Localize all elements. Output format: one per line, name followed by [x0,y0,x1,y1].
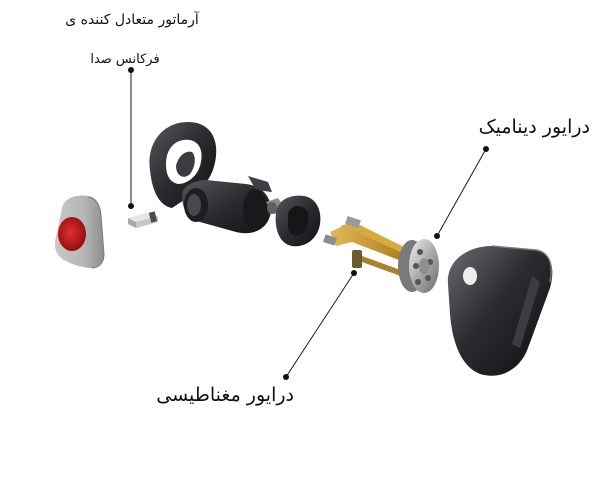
balanced-armature-component [128,211,158,228]
earbud-shell [447,245,553,376]
nozzle-housing [182,176,272,234]
label-armature-line2: فرکانس صدا [90,52,160,67]
label-armature-line1: آرماتور متعادل کننده ی [65,12,199,28]
ear-tip [54,195,105,269]
leader-armature [128,67,134,209]
label-magnetic-driver: درایور مغناطیسی [156,384,294,406]
label-dynamic-driver: درایور دینامیک [478,116,590,138]
acoustic-ring [275,195,321,247]
flex-circuit [323,216,410,278]
leader-magnetic-driver [283,270,357,380]
leader-dynamic-driver [434,146,489,239]
dynamic-driver-component [398,239,439,293]
